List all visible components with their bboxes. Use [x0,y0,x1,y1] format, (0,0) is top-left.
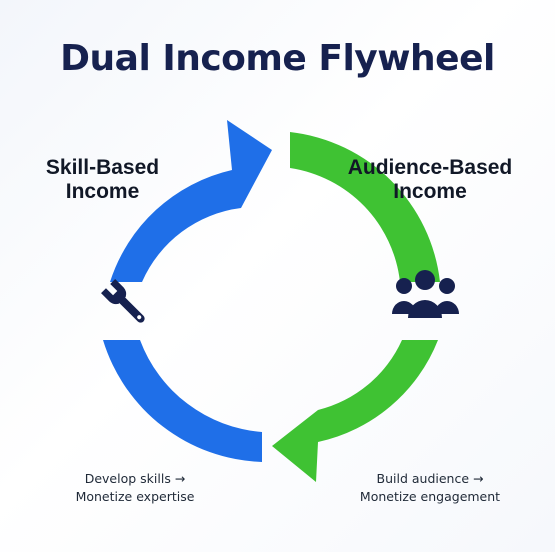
skill-heading-line2: Income [65,180,140,203]
skill-based-income-heading: Skill-Based Income [20,156,185,204]
skill-heading-line1: Skill-Based [45,156,160,179]
skill-caption-line2: Monetize expertise [75,489,195,504]
skill-caption-line1: Develop skills → [84,471,186,486]
audience-caption: Build audience → Monetize engagement [330,470,530,506]
skill-bottom-arc [103,340,262,462]
audience-caption-line2: Monetize engagement [359,489,501,504]
wrench-icon [101,279,145,323]
people-icon [392,270,459,318]
audience-to-skill-arrow [272,340,438,482]
skill-to-audience-arrow [110,120,272,282]
skill-caption: Develop skills → Monetize expertise [40,470,230,506]
audience-based-income-heading: Audience-Based Income [330,156,530,204]
audience-top-arc [290,132,440,282]
audience-heading-line1: Audience-Based [347,156,513,179]
page-title: Dual Income Flywheel [60,38,495,79]
audience-caption-line1: Build audience → [376,471,484,486]
audience-heading-line2: Income [393,180,467,203]
